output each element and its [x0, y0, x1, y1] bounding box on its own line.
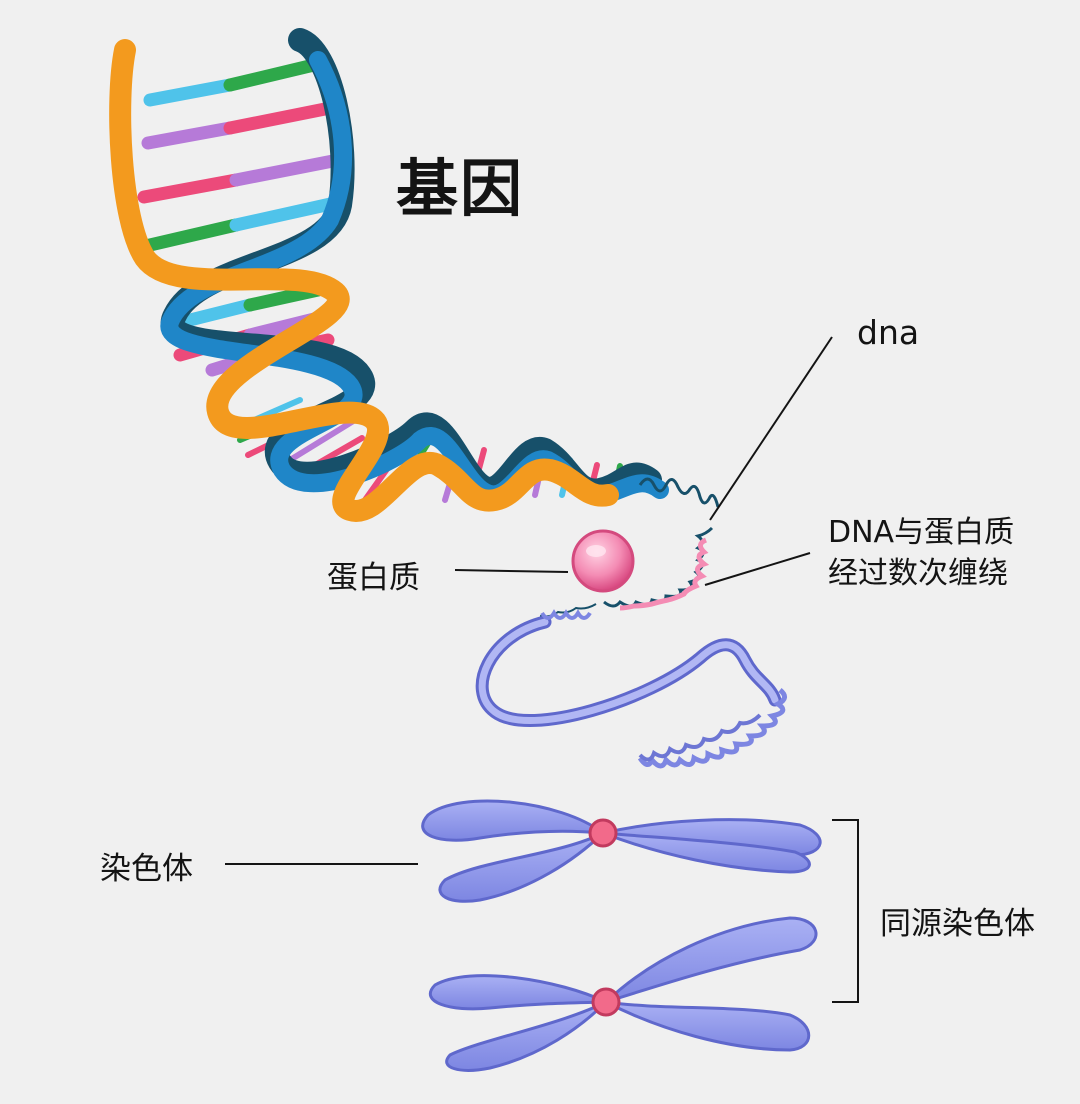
leader-protein [454, 569, 569, 573]
leader-wrapping [704, 552, 811, 586]
leader-dna [709, 336, 833, 521]
label-chromosome: 染色体 [100, 851, 193, 887]
label-homologous-chromosome: 同源染色体 [880, 906, 1035, 942]
label-dna-protein-line2: 经过数次缠绕 [828, 556, 1008, 591]
protein-sphere [571, 529, 635, 593]
label-dna: dna [857, 313, 920, 352]
dna-double-helix [109, 28, 720, 522]
chromosome-upper [421, 799, 822, 903]
centromere-upper [588, 818, 618, 848]
coil-teal [638, 477, 720, 508]
leader-lines [225, 336, 859, 1003]
label-dna-protein-line1: DNA与蛋白质 [828, 515, 1015, 550]
label-protein: 蛋白质 [327, 560, 420, 596]
centromere-lower [591, 987, 621, 1017]
chromatin-loop [475, 609, 787, 769]
homolog-bracket [832, 819, 859, 1003]
chromosome-lower [428, 916, 818, 1072]
label-dna-protein-wrapping: DNA与蛋白质 经过数次缠绕 [828, 512, 1014, 594]
backbone-orange [109, 39, 619, 522]
diagram-title: 基因 [396, 152, 525, 225]
